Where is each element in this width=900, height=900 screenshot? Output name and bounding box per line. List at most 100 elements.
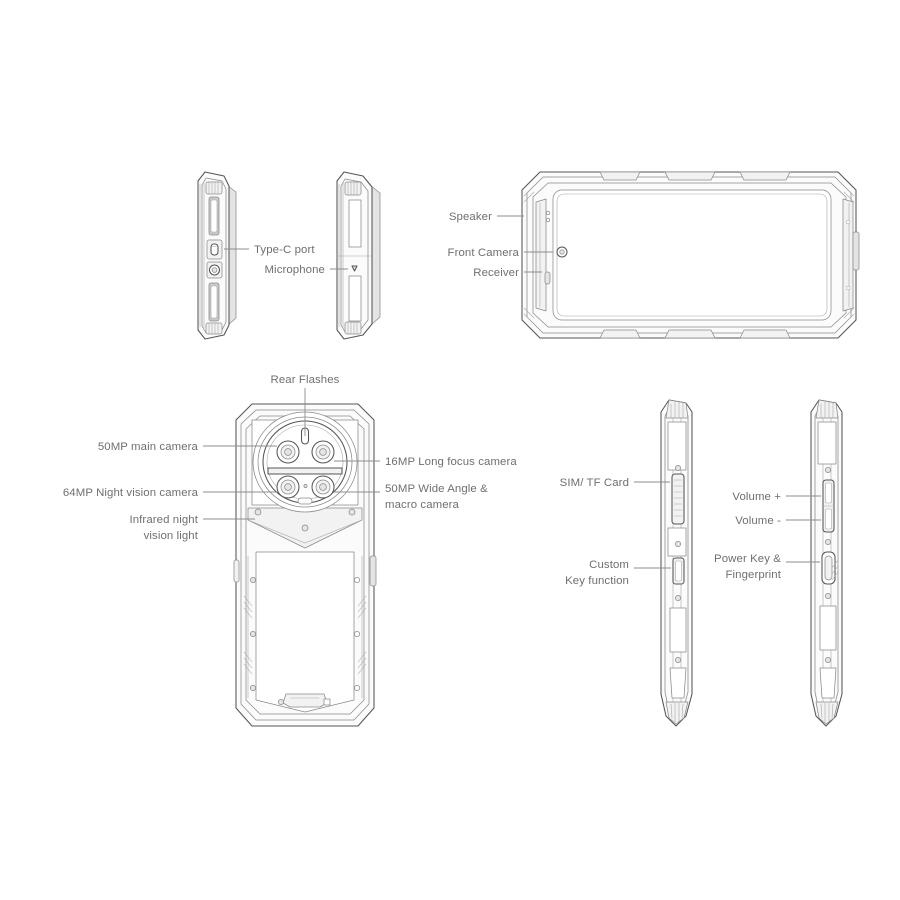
- right-side-panel-upper: [817, 421, 837, 465]
- rear-side-button: [369, 555, 377, 587]
- lens-night-vision-camera: [276, 475, 300, 499]
- front-view: [521, 171, 860, 339]
- wide-angle-label-2: macro camera: [385, 499, 460, 511]
- microphone-shape: [351, 265, 358, 272]
- speaker-label: Speaker: [449, 211, 492, 223]
- callout-type-c-port: Type-C port: [224, 244, 315, 256]
- main-camera-label: 50MP main camera: [98, 441, 199, 453]
- custom-key-shape: [672, 557, 685, 585]
- callout-volume-up: Volume +: [732, 491, 821, 503]
- front-left-bezel-strip: [535, 198, 551, 312]
- rear-view: [233, 403, 377, 727]
- front-camera-label: Front Camera: [448, 247, 520, 259]
- wide-angle-label-1: 50MP Wide Angle &: [385, 483, 488, 495]
- power-key-label-2: Fingerprint: [725, 569, 781, 581]
- type-c-port-shape: [206, 239, 223, 260]
- right-side-panel-lower: [819, 605, 837, 651]
- camera-divider-bar: [267, 467, 343, 475]
- infrared-light-left: [254, 508, 262, 516]
- callout-custom-key: Custom Key function: [565, 559, 671, 587]
- callout-receiver: Receiver: [473, 267, 542, 279]
- callout-night-vision-camera: 64MP Night vision camera: [63, 487, 277, 499]
- speaker-hole-2: [545, 217, 551, 223]
- volume-down-face: [825, 508, 832, 530]
- callout-sim-tf-card: SIM/ TF Card: [560, 477, 670, 489]
- callout-main-camera: 50MP main camera: [98, 441, 277, 453]
- type-c-port-label: Type-C port: [254, 244, 315, 256]
- lens-wide-angle-camera: [311, 475, 335, 499]
- right-side-bottom-cap: [815, 701, 839, 725]
- sim-eject-hole: [675, 465, 681, 471]
- front-right-bezel-strip: [842, 198, 860, 312]
- front-corner-hatch: [523, 188, 855, 322]
- right-side-hatch: [831, 559, 839, 581]
- bottom-edge-round-port: [206, 261, 223, 279]
- infrared-light-label-1: Infrared night: [129, 514, 198, 526]
- rear-left-rail: [243, 555, 256, 699]
- left-side-top-cap: [665, 399, 689, 419]
- callout-wide-angle-camera: 50MP Wide Angle & macro camera: [334, 483, 488, 511]
- front-side-button: [852, 231, 860, 271]
- left-side-panel-upper: [667, 421, 687, 471]
- top-edge-view: [336, 171, 381, 340]
- infrared-light-label-2: vision light: [144, 530, 199, 542]
- rear-side-tray: [233, 559, 240, 583]
- callout-front-camera: Front Camera: [448, 247, 553, 259]
- rear-right-rail: [354, 555, 367, 699]
- right-side-screw-2: [825, 539, 831, 545]
- rear-bottom-bracket: [278, 693, 331, 708]
- volume-up-face: [825, 482, 832, 504]
- front-camera-lens: [556, 246, 568, 258]
- custom-key-label-1: Custom: [589, 559, 629, 571]
- infrared-light-right: [348, 508, 356, 516]
- rear-chevron-screw: [301, 524, 309, 532]
- callout-volume-down: Volume -: [735, 515, 821, 527]
- volume-up-label: Volume +: [732, 491, 781, 503]
- left-side-screw-2: [675, 595, 681, 601]
- rear-flashes-label: Rear Flashes: [271, 374, 340, 386]
- receiver-slot: [544, 271, 551, 285]
- front-inner-bezel: [532, 182, 847, 328]
- camera-lower-pill: [297, 497, 313, 505]
- camera-sensor-dot: [303, 484, 308, 488]
- receiver-label: Receiver: [473, 267, 519, 279]
- sim-tf-card-label: SIM/ TF Card: [560, 477, 629, 489]
- rear-back-panel: [255, 551, 355, 713]
- callout-long-focus-camera: 16MP Long focus camera: [334, 456, 517, 468]
- bottom-edge-grip-top: [205, 181, 223, 195]
- volume-down-label: Volume -: [735, 515, 781, 527]
- top-edge-panel-upper: [348, 199, 362, 248]
- front-screen-inner-edge: [556, 193, 828, 317]
- lens-long-focus-camera: [311, 440, 335, 464]
- sim-tf-card-tray: [671, 465, 685, 525]
- right-side-screw-3: [825, 593, 831, 599]
- callout-rear-flashes: Rear Flashes: [271, 374, 340, 436]
- right-side-panel-bottom: [819, 667, 837, 699]
- front-top-bumpers: [599, 171, 791, 181]
- custom-key-label-2: Key function: [565, 575, 629, 587]
- speaker-hole-1: [545, 210, 551, 216]
- front-screen: [552, 189, 832, 321]
- bottom-edge-grip-bottom: [205, 322, 223, 335]
- left-side-screw-3: [675, 657, 681, 663]
- top-edge-grip-bottom: [344, 321, 362, 335]
- front-shell-contour: [526, 176, 852, 334]
- volume-rocker: [822, 479, 835, 533]
- left-side-panel-lower: [669, 607, 687, 653]
- rear-chevron-line: [247, 519, 363, 544]
- bottom-edge-view: [197, 171, 237, 340]
- front-bottom-bumpers: [599, 329, 791, 339]
- top-edge-panel-lower: [348, 275, 362, 322]
- night-vision-camera-label: 64MP Night vision camera: [63, 487, 199, 499]
- left-side-view: [660, 399, 693, 727]
- right-side-top-cap: [815, 399, 839, 419]
- power-key-label-1: Power Key &: [714, 553, 781, 565]
- microphone-label: Microphone: [264, 264, 325, 276]
- left-side-bottom-cap: [665, 701, 689, 725]
- power-key-fingerprint-shape: [821, 551, 836, 585]
- bottom-edge-grille-bottom: [208, 282, 220, 322]
- callout-infrared-light: Infrared night vision light: [129, 514, 255, 542]
- right-side-view: [810, 399, 843, 727]
